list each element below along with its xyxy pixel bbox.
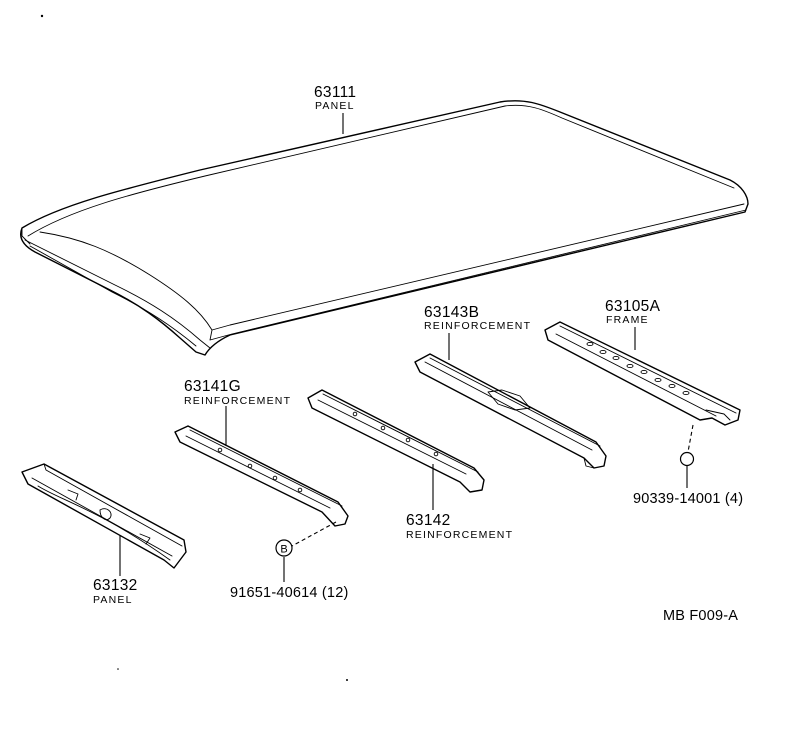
- reinforcement-g-name: REINFORCEMENT: [184, 395, 291, 407]
- callout-reinforcement: 63142 REINFORCEMENT: [406, 512, 513, 541]
- clip-b-marker-letter: B: [280, 544, 287, 556]
- scan-specks: [40, 14, 348, 681]
- roof-panel-name: PANEL: [315, 100, 355, 112]
- reinforcement-number: 63142: [406, 512, 451, 529]
- roof-panel-number: 63111: [314, 84, 356, 101]
- callout-rear-panel: 63132 PANEL: [93, 577, 138, 606]
- frame-clip-dashed-leader: [687, 424, 694, 453]
- rear-panel-number: 63132: [93, 577, 138, 594]
- reinforcement-name: REINFORCEMENT: [406, 529, 513, 541]
- roof-panel-drawing: [20, 100, 749, 356]
- reinforcement-g-drawing: [174, 425, 349, 527]
- clip-b-marker-icon: B: [275, 539, 293, 557]
- rear-panel-name: PANEL: [93, 594, 133, 606]
- clip-b-number: 91651-40614 (12): [230, 585, 349, 601]
- frame-clip-number: 90339-14001 (4): [633, 491, 743, 507]
- callout-reinforcement-g: 63141G REINFORCEMENT: [184, 378, 291, 407]
- reinforcement-g-number: 63141G: [184, 378, 241, 395]
- frame-clip-icon: [679, 451, 695, 467]
- frame-number: 63105A: [605, 298, 661, 315]
- reinforcement-drawing: [307, 389, 485, 493]
- callout-frame: 63105A FRAME: [605, 298, 661, 326]
- frame-drawing: [544, 321, 741, 426]
- rear-panel-drawing: [21, 463, 187, 569]
- callout-roof-panel: 63111 PANEL: [314, 84, 356, 112]
- reinforcement-b-number: 63143B: [424, 304, 479, 321]
- reinforcement-b-drawing: [414, 353, 607, 469]
- frame-name: FRAME: [606, 314, 649, 326]
- callout-reinforcement-b: 63143B REINFORCEMENT: [424, 304, 531, 332]
- clip-b-dashed-leader: [291, 521, 337, 547]
- reinforcement-b-name: REINFORCEMENT: [424, 320, 531, 332]
- diagram-code: MB F009-A: [663, 608, 738, 624]
- leader-lines: [119, 113, 688, 582]
